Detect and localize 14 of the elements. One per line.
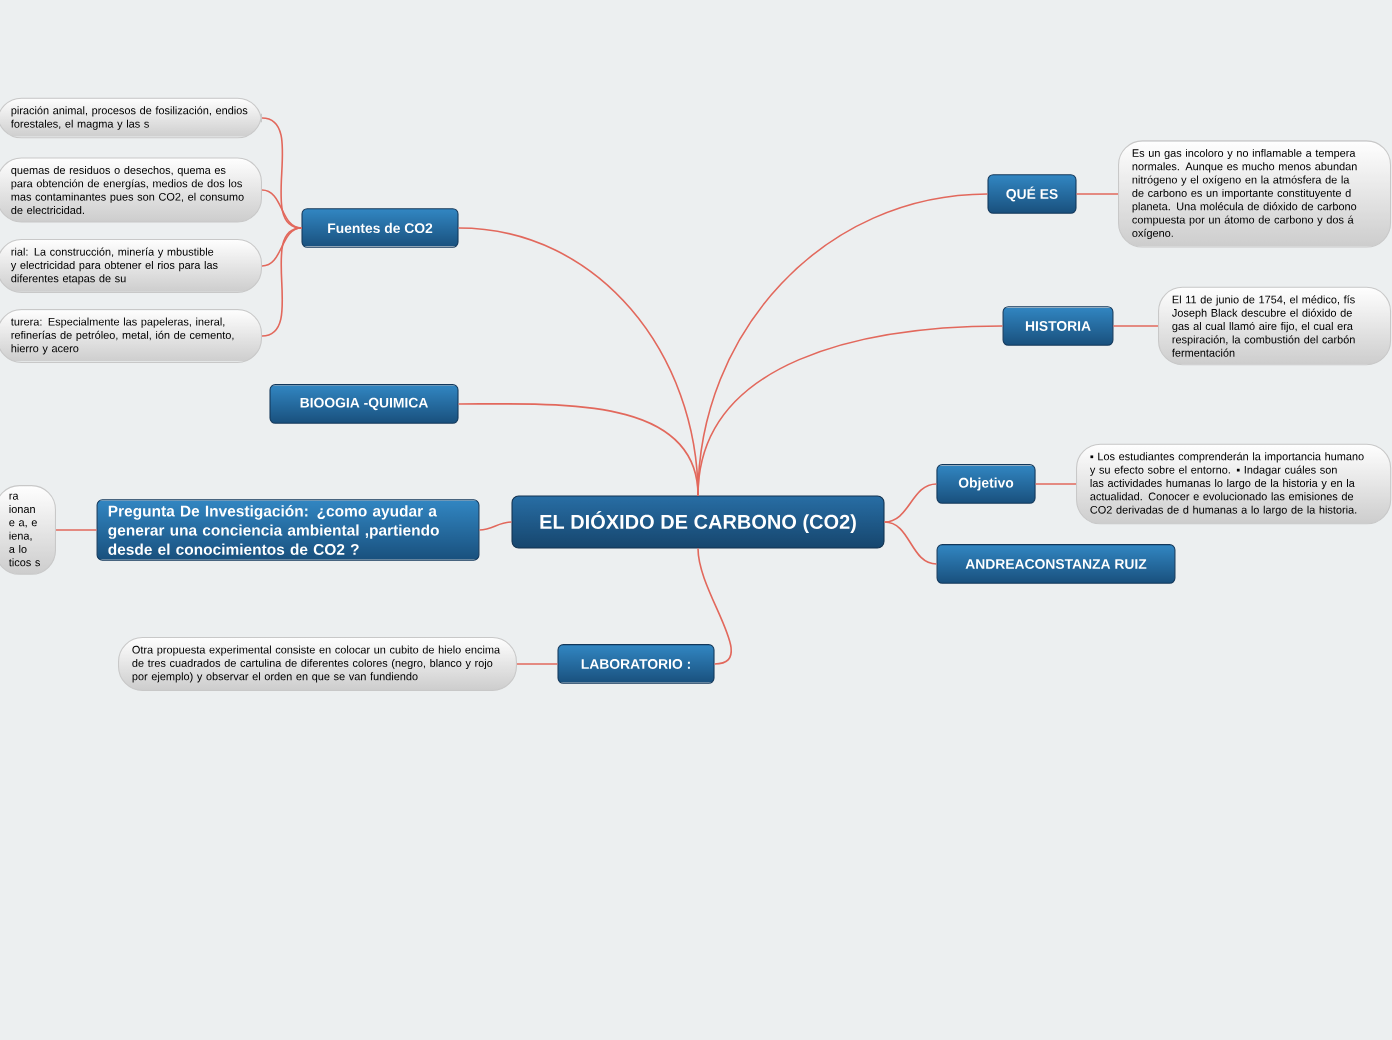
- central-topic-box: EL DIÓXIDO DE CARBONO (CO2): [511, 495, 885, 549]
- connector-line: [55, 529, 98, 531]
- connector-line: [261, 227, 303, 267]
- connector-line: [883, 483, 938, 523]
- connector-line: [1112, 325, 1159, 327]
- connector-line: [516, 663, 559, 665]
- connector-line: [261, 189, 303, 229]
- connector-line: [883, 521, 938, 565]
- connector-line: [697, 325, 1004, 497]
- connector-line: [261, 227, 303, 337]
- connector-line: [478, 521, 513, 531]
- connector-line: [697, 547, 732, 665]
- connector-line: [1034, 483, 1077, 485]
- connector-line: [1075, 193, 1119, 195]
